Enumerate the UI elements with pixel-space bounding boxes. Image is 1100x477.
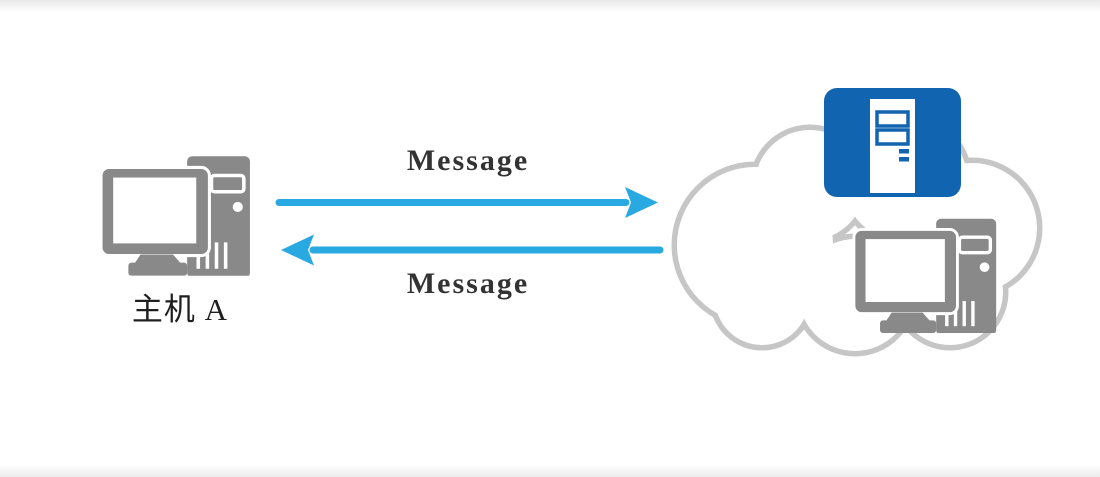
message-label-top: Message bbox=[406, 144, 530, 177]
server-icon bbox=[824, 88, 961, 197]
message-arrow-right bbox=[275, 187, 658, 218]
host-computer-icon bbox=[98, 149, 255, 276]
top-edge-shade bbox=[0, 0, 1100, 12]
host-label: 主机 A bbox=[131, 292, 229, 327]
message-label-bottom: Message bbox=[406, 267, 530, 300]
message-arrows bbox=[275, 187, 664, 266]
bottom-edge-shade bbox=[0, 465, 1100, 477]
message-arrow-left bbox=[281, 234, 664, 266]
cloud-computer-icon bbox=[851, 212, 1001, 333]
